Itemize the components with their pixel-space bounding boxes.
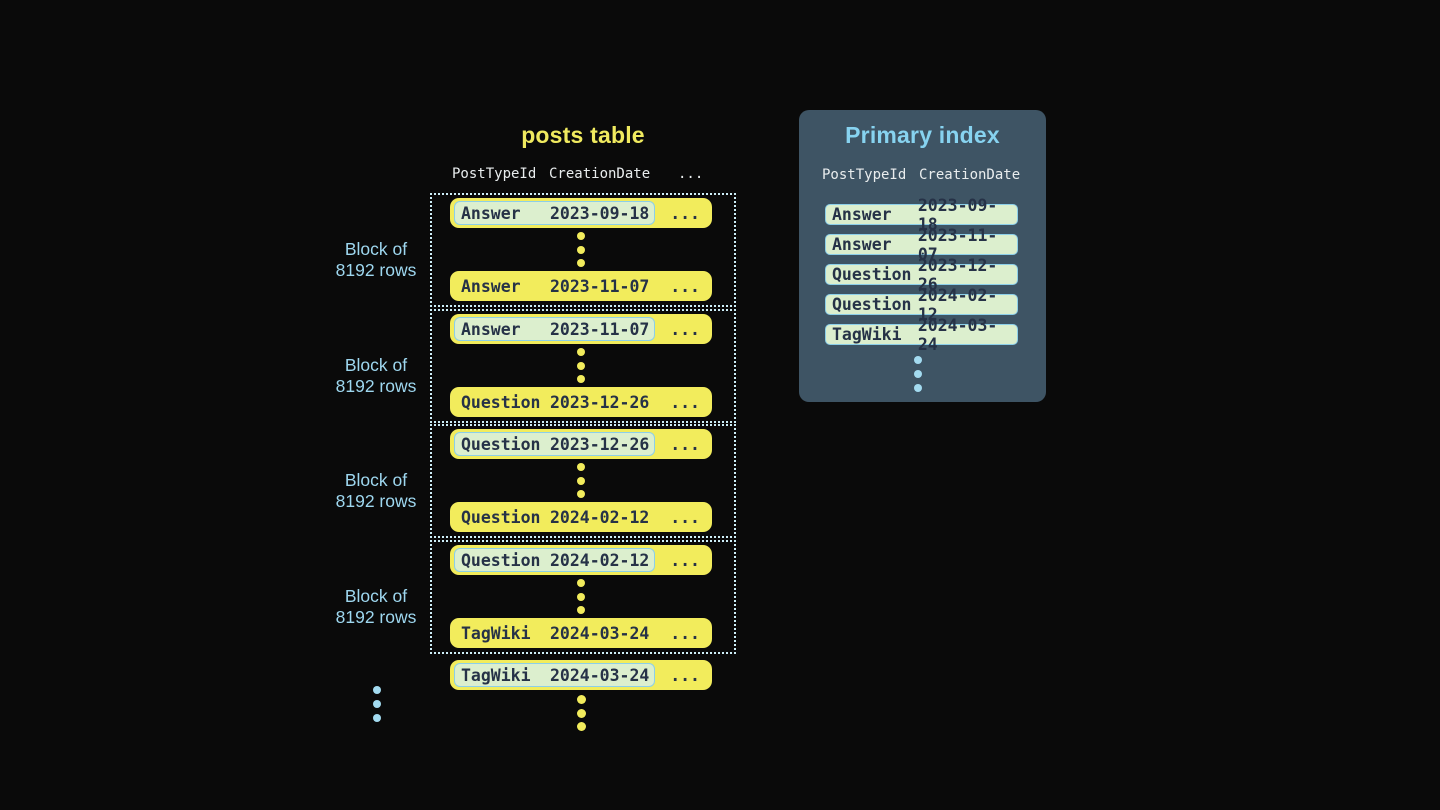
- block-label-4: Block of 8192 rows: [301, 586, 451, 628]
- indexed-entry-highlight: TagWiki 2024-03-24: [454, 663, 655, 687]
- block-label-1: Block of 8192 rows: [301, 239, 451, 281]
- row-creationdate: 2024-03-24: [917, 315, 998, 354]
- block-label-line2: 8192 rows: [335, 491, 417, 511]
- row-creationdate: 2023-12-26: [917, 255, 998, 294]
- block-label-2: Block of 8192 rows: [301, 355, 451, 397]
- block-label-line1: Block of: [344, 470, 408, 490]
- row-creationdate: 2024-02-12: [550, 507, 650, 527]
- row-posttypeid: TagWiki: [461, 623, 531, 643]
- row-posttypeid: Answer: [461, 203, 521, 223]
- row-cell: Answer 2023-11-07: [454, 274, 655, 298]
- row-posttypeid: Question: [461, 550, 541, 570]
- row-ellipsis: ...: [670, 319, 700, 339]
- row-cell: Question 2024-02-12: [454, 505, 655, 529]
- row-creationdate: 2023-11-07: [550, 276, 650, 296]
- ellipsis-dots: [577, 348, 585, 383]
- column-header-posttypeid: PostTypeId: [822, 167, 907, 183]
- row-block-3: Question 2023-12-26 ... Question 2024-02…: [430, 424, 736, 538]
- indexed-entry-highlight: Question 2024-02-12: [454, 548, 655, 572]
- index-row: Question 2024-02-12: [825, 286, 1018, 324]
- row-block-1: Answer 2023-09-18 ... Answer 2023-11-07 …: [430, 193, 736, 307]
- ellipsis-dots: [577, 579, 585, 614]
- row-posttypeid: Answer: [461, 276, 521, 296]
- column-header-more: ...: [678, 166, 704, 182]
- block-label-line1: Block of: [344, 355, 408, 375]
- block-first-row: Question 2023-12-26 ...: [450, 429, 712, 459]
- posts-table-title: posts table: [521, 122, 645, 148]
- index-row: TagWiki 2024-03-24: [825, 316, 1018, 354]
- ellipsis-dots: [577, 463, 585, 498]
- row-cell: TagWiki 2024-03-24: [454, 621, 655, 645]
- indexed-entry-highlight: Answer 2023-11-07: [454, 317, 655, 341]
- indexed-entry-highlight: Answer 2023-09-18: [454, 201, 655, 225]
- primary-index-panel: Primary index PostTypeId CreationDate An…: [799, 110, 1046, 402]
- block-first-row: Answer 2023-09-18 ...: [450, 198, 712, 228]
- block-label-line1: Block of: [344, 239, 408, 259]
- row-ellipsis: ...: [670, 203, 700, 223]
- row-posttypeid: Question: [461, 392, 541, 412]
- row-creationdate: 2024-02-12: [550, 550, 650, 570]
- row-creationdate: 2023-09-18: [550, 203, 650, 223]
- block-last-row: Answer 2023-11-07 ...: [450, 271, 712, 301]
- ellipsis-dots: [373, 686, 381, 722]
- row-creationdate: 2024-03-24: [550, 665, 650, 685]
- indexed-entry-highlight: Question 2023-12-26: [454, 432, 655, 456]
- primary-index-title: Primary index: [845, 122, 1000, 148]
- block-last-row: TagWiki 2024-03-24 ...: [450, 618, 712, 648]
- row-posttypeid: TagWiki: [832, 325, 902, 344]
- row-posttypeid: Answer: [832, 235, 892, 254]
- block-first-row: Question 2024-02-12 ...: [450, 545, 712, 575]
- block-label-line2: 8192 rows: [335, 376, 417, 396]
- ellipsis-dots: [914, 356, 922, 392]
- block-first-row: Answer 2023-11-07 ...: [450, 314, 712, 344]
- overflow-row: TagWiki 2024-03-24 ...: [450, 660, 712, 690]
- row-creationdate: 2024-02-12: [917, 285, 998, 324]
- row-creationdate: 2023-11-07: [550, 319, 650, 339]
- row-posttypeid: Question: [461, 434, 541, 454]
- row-posttypeid: Answer: [832, 205, 892, 224]
- block-last-row: Question 2024-02-12 ...: [450, 502, 712, 532]
- block-label-3: Block of 8192 rows: [301, 470, 451, 512]
- row-ellipsis: ...: [670, 507, 700, 527]
- block-label-line1: Block of: [344, 586, 408, 606]
- ellipsis-dots: [577, 232, 585, 267]
- row-creationdate: 2023-11-07: [917, 225, 998, 264]
- ellipsis-dots: [577, 695, 586, 731]
- column-header-posttypeid: PostTypeId: [452, 166, 537, 182]
- row-ellipsis: ...: [670, 276, 700, 296]
- row-creationdate: 2023-09-18: [917, 195, 998, 234]
- column-header-creationdate: CreationDate: [549, 166, 651, 182]
- index-row: Answer 2023-11-07: [825, 226, 1018, 264]
- row-ellipsis: ...: [670, 665, 700, 685]
- row-posttypeid: Answer: [461, 319, 521, 339]
- row-ellipsis: ...: [670, 623, 700, 643]
- index-row: Question 2023-12-26: [825, 256, 1018, 294]
- index-row: Answer 2023-09-18: [825, 196, 1018, 234]
- posts-table-column-headers: PostTypeId CreationDate ...: [452, 166, 703, 182]
- row-creationdate: 2024-03-24: [550, 623, 650, 643]
- primary-index-column-headers: PostTypeId CreationDate: [822, 167, 1020, 183]
- row-posttypeid: Question: [832, 295, 912, 314]
- row-creationdate: 2023-12-26: [550, 434, 650, 454]
- block-label-line2: 8192 rows: [335, 607, 417, 627]
- row-posttypeid: Question: [461, 507, 541, 527]
- row-ellipsis: ...: [670, 434, 700, 454]
- row-cell: Question 2023-12-26: [454, 390, 655, 414]
- block-label-line2: 8192 rows: [335, 260, 417, 280]
- row-creationdate: 2023-12-26: [550, 392, 650, 412]
- row-posttypeid: Question: [832, 265, 912, 284]
- row-block-4: Question 2024-02-12 ... TagWiki 2024-03-…: [430, 540, 736, 654]
- block-last-row: Question 2023-12-26 ...: [450, 387, 712, 417]
- column-header-creationdate: CreationDate: [919, 167, 1021, 183]
- row-ellipsis: ...: [670, 392, 700, 412]
- row-posttypeid: TagWiki: [461, 665, 531, 685]
- row-block-2: Answer 2023-11-07 ... Question 2023-12-2…: [430, 309, 736, 423]
- row-ellipsis: ...: [670, 550, 700, 570]
